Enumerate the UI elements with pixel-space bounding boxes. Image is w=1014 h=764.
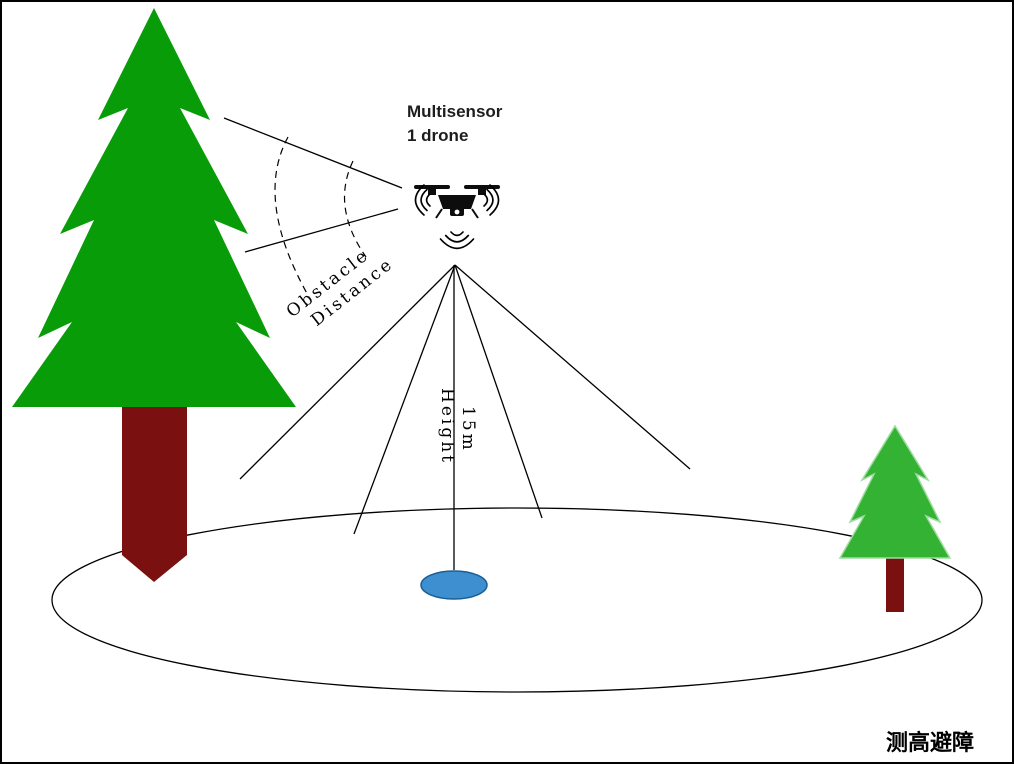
drone-label-line2: 1 drone <box>407 126 468 145</box>
drone-left-propeller <box>414 185 450 189</box>
large-tree-foliage <box>12 8 296 407</box>
obstacle-range-arc-outer <box>274 136 310 298</box>
drone-right-motor <box>478 189 486 195</box>
height-fan-line-left-outer <box>239 264 456 480</box>
signal-right-icon <box>483 184 500 216</box>
obstacle-range-arc-inner <box>343 160 367 258</box>
height-value-text: 15m <box>458 406 478 453</box>
drone-left-leg <box>435 208 443 219</box>
height-distance-label: 15m Height <box>437 388 478 465</box>
obstacle-cone-line-lower <box>244 208 399 253</box>
large-tree-trunk <box>122 402 187 582</box>
small-tree-trunk <box>886 554 904 612</box>
signal-down-icon <box>439 231 475 250</box>
drone-right-propeller <box>464 185 500 189</box>
drone-left-motor <box>428 189 436 195</box>
small-tree-foliage <box>838 424 952 559</box>
height-label-text: Height <box>437 388 457 465</box>
large-tree <box>12 8 296 582</box>
landing-spot <box>420 570 488 600</box>
obstacle-cone-line-upper <box>223 117 403 189</box>
drone-camera-lens <box>454 209 460 215</box>
drone-body <box>438 195 476 209</box>
height-fan-line-right-outer <box>454 264 691 470</box>
drone-label-line1: Multisensor <box>407 102 503 121</box>
height-fan-line-right-inner <box>454 264 543 519</box>
height-fan-line-left-inner <box>353 264 456 535</box>
small-tree <box>838 424 952 612</box>
caption-text: 测高避障 <box>886 730 974 756</box>
obstacle-distance-label: Obstacle Distance <box>283 245 398 331</box>
ground-sensing-ellipse <box>51 507 983 693</box>
drone-right-leg <box>471 208 479 219</box>
signal-left-icon <box>414 184 431 216</box>
